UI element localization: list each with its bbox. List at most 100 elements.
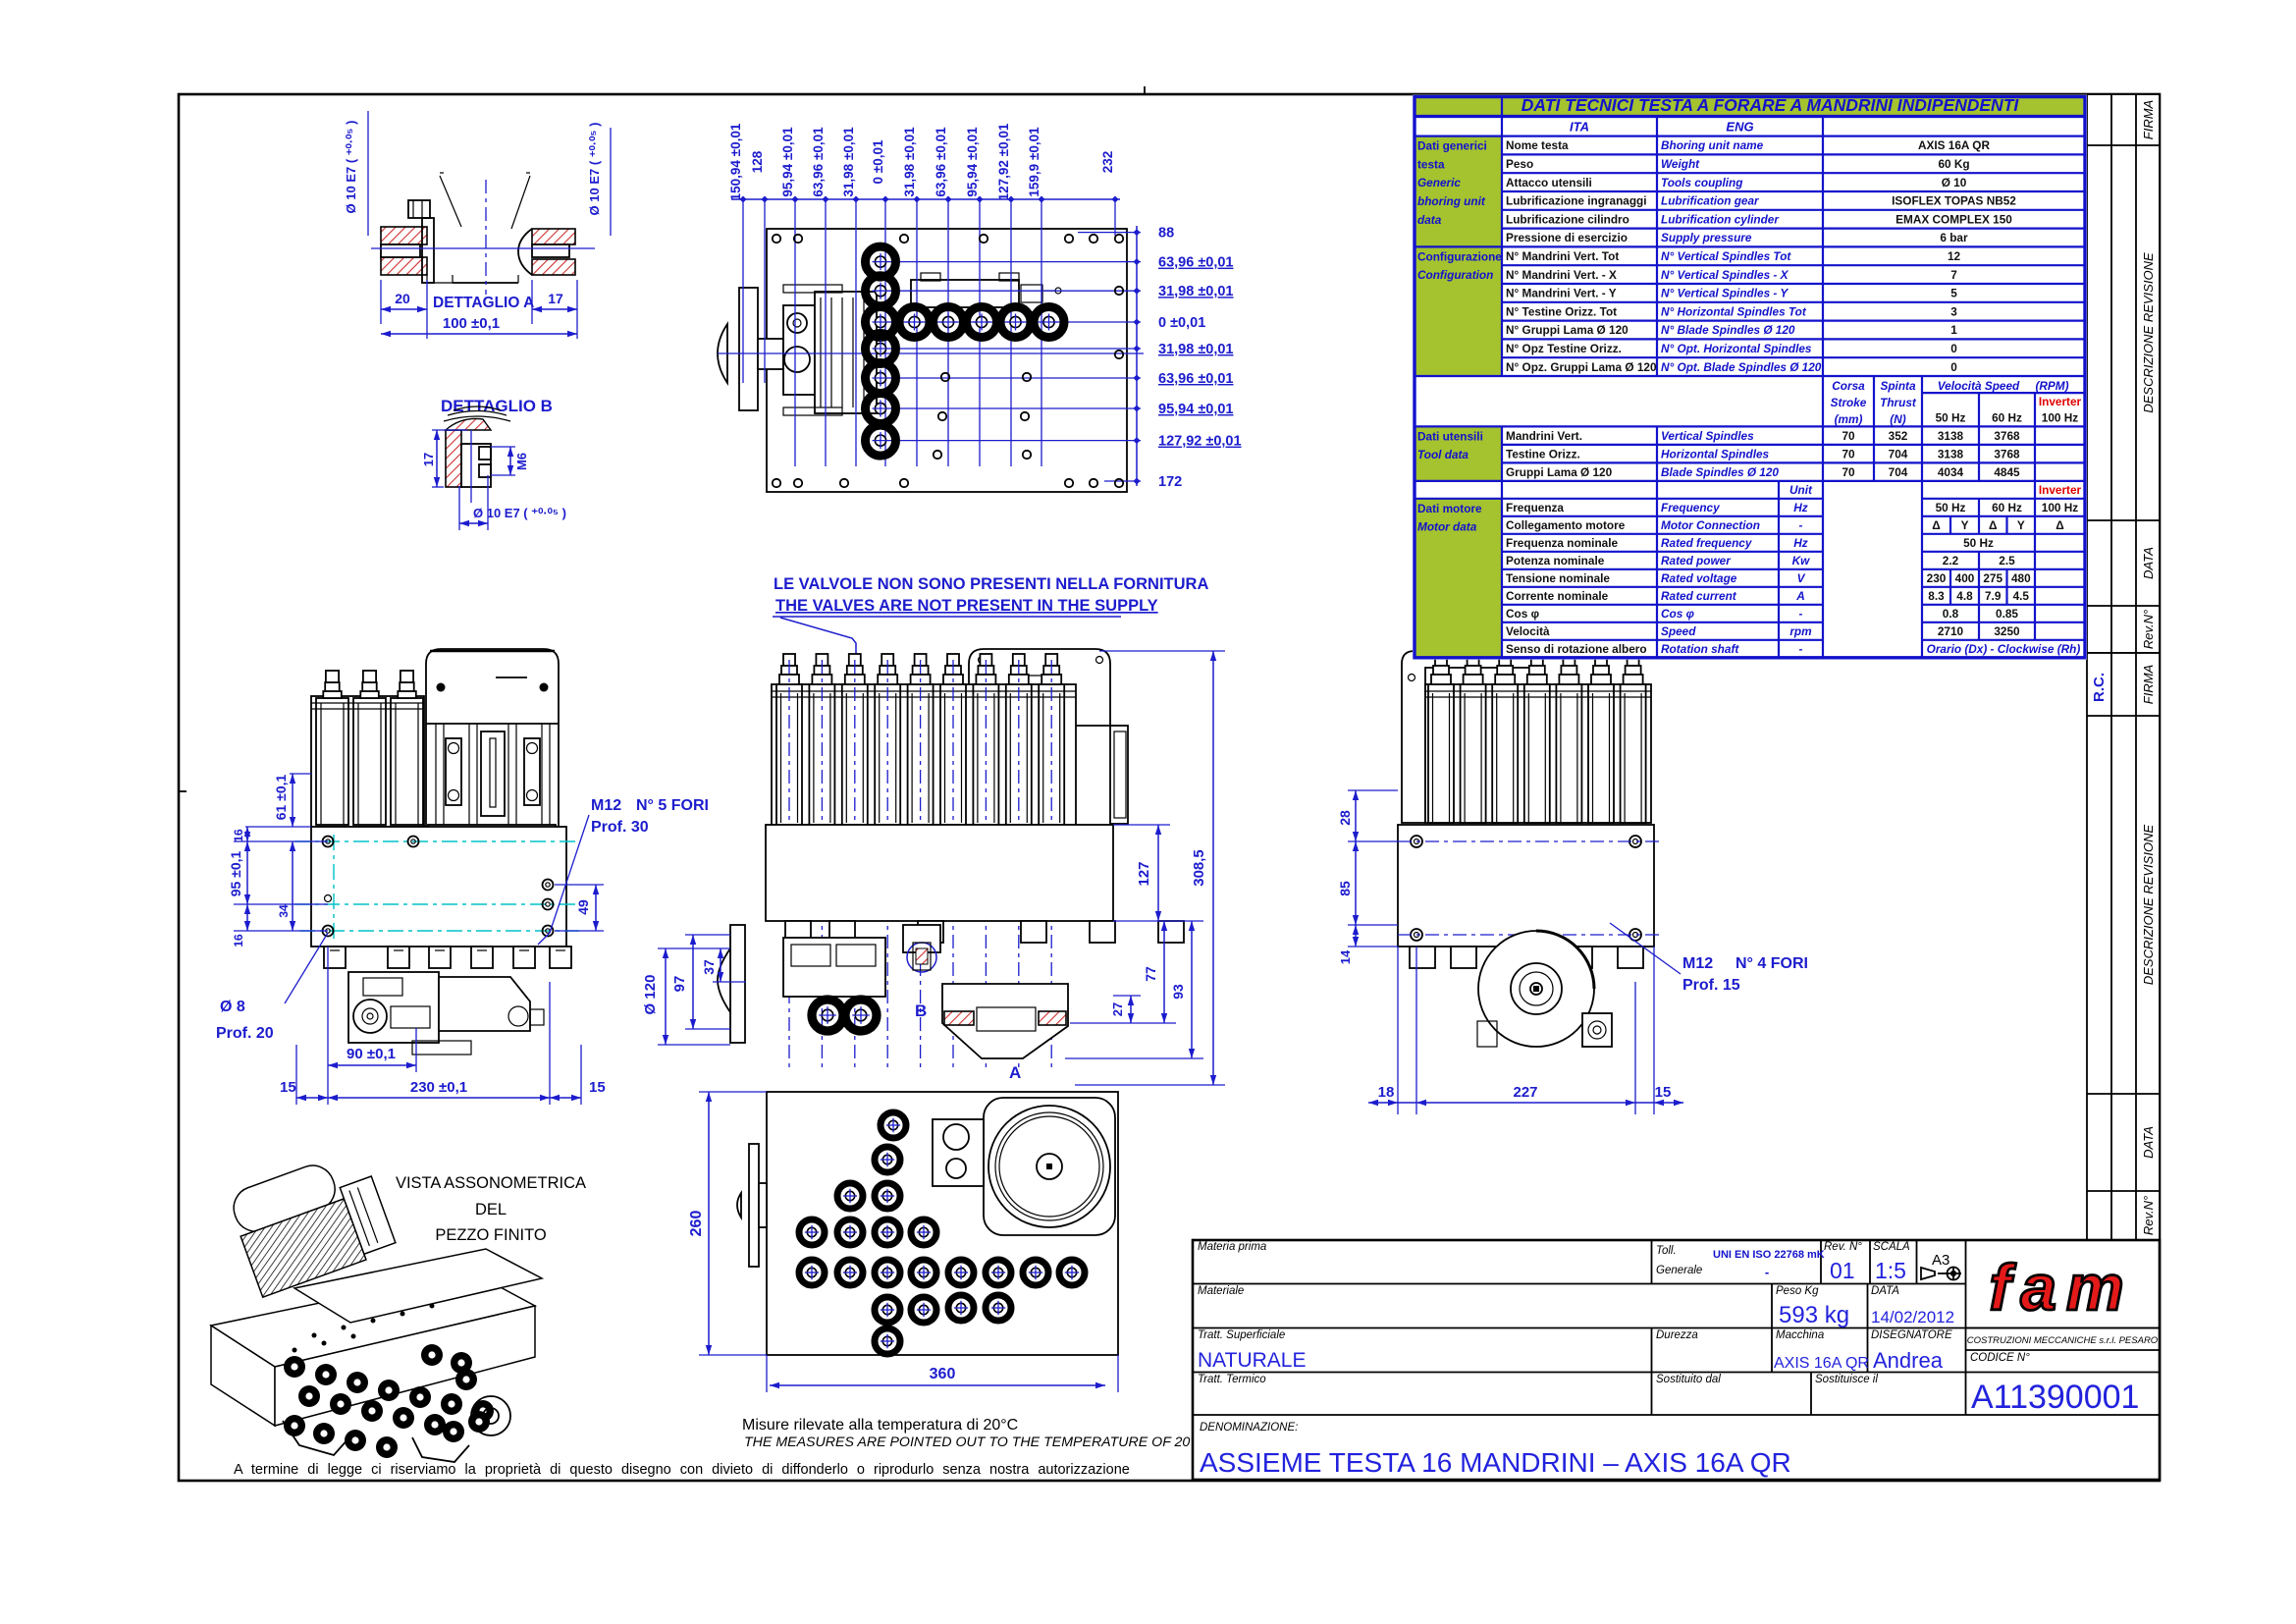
svg-text:3138: 3138 bbox=[1938, 429, 1964, 443]
svg-text:rpm: rpm bbox=[1789, 624, 1811, 638]
svg-text:37: 37 bbox=[701, 959, 717, 975]
svg-text:N° Vertical Spindles - Y: N° Vertical Spindles - Y bbox=[1661, 287, 1789, 300]
svg-text:Ø 10: Ø 10 bbox=[1942, 176, 1967, 189]
svg-text:NATURALE: NATURALE bbox=[1198, 1349, 1306, 1372]
svg-text:Mandrini Vert.: Mandrini Vert. bbox=[1506, 429, 1582, 443]
svg-text:70: 70 bbox=[1842, 447, 1855, 460]
svg-text:ENG: ENG bbox=[1726, 120, 1753, 135]
svg-text:0.8: 0.8 bbox=[1943, 607, 1959, 621]
svg-text:M6: M6 bbox=[514, 453, 529, 470]
svg-text:Senso di rotazione albero: Senso di rotazione albero bbox=[1506, 642, 1647, 656]
svg-text:Andrea: Andrea bbox=[1873, 1348, 1944, 1373]
svg-text:8.3: 8.3 bbox=[1928, 589, 1945, 603]
svg-text:Rotation shaft: Rotation shaft bbox=[1661, 642, 1739, 656]
svg-text:159,9 ±0,01: 159,9 ±0,01 bbox=[1027, 127, 1041, 197]
svg-text:N° Opt. Horizontal Spindles: N° Opt. Horizontal Spindles bbox=[1661, 342, 1812, 355]
svg-text:Cos φ: Cos φ bbox=[1506, 607, 1539, 621]
svg-text:Tool data: Tool data bbox=[1417, 448, 1468, 461]
svg-text:Gruppi Lama Ø 120: Gruppi Lama Ø 120 bbox=[1506, 465, 1613, 479]
svg-text:CODICE N°: CODICE N° bbox=[1970, 1352, 2030, 1364]
svg-text:SCALA: SCALA bbox=[1873, 1241, 1910, 1253]
svg-text:172: 172 bbox=[1158, 474, 1182, 490]
svg-text:60 Hz: 60 Hz bbox=[1992, 410, 2022, 424]
svg-text:VISTA ASSONOMETRICA: VISTA ASSONOMETRICA bbox=[396, 1174, 586, 1192]
svg-text:308,5: 308,5 bbox=[1191, 849, 1207, 887]
svg-text:Supply pressure: Supply pressure bbox=[1661, 231, 1752, 244]
svg-text:THE VALVES ARE NOT PRESENT IN: THE VALVES ARE NOT PRESENT IN THE SUPPLY bbox=[775, 597, 1158, 615]
svg-text:Lubrification cylinder: Lubrification cylinder bbox=[1661, 212, 1780, 226]
svg-text:M12: M12 bbox=[591, 797, 621, 814]
svg-text:N° Gruppi Lama Ø 120: N° Gruppi Lama Ø 120 bbox=[1506, 323, 1629, 337]
svg-text:360: 360 bbox=[930, 1366, 956, 1382]
svg-text:DATA: DATA bbox=[2141, 547, 2156, 579]
svg-text:232: 232 bbox=[1100, 151, 1115, 174]
svg-text:Spinta: Spinta bbox=[1880, 379, 1915, 393]
svg-text:70: 70 bbox=[1842, 465, 1855, 479]
svg-text:THE MEASURES ARE POINTED OUT T: THE MEASURES ARE POINTED OUT TO THE TEMP… bbox=[744, 1435, 1210, 1450]
svg-text:50 Hz: 50 Hz bbox=[1936, 501, 1966, 514]
svg-text:Configuration: Configuration bbox=[1417, 268, 1493, 282]
svg-text:Potenza nominale: Potenza nominale bbox=[1506, 554, 1605, 568]
svg-text:Materiale: Materiale bbox=[1198, 1285, 1244, 1297]
svg-text:Toll.: Toll. bbox=[1656, 1245, 1677, 1257]
svg-text:DESCRIZIONE REVISIONE: DESCRIZIONE REVISIONE bbox=[2141, 252, 2156, 413]
svg-text:100 Hz: 100 Hz bbox=[2042, 501, 2078, 514]
svg-text:V: V bbox=[1797, 571, 1806, 585]
svg-text:16: 16 bbox=[232, 829, 245, 842]
svg-text:593 kg: 593 kg bbox=[1779, 1302, 1849, 1328]
svg-text:Generic: Generic bbox=[1417, 176, 1461, 189]
svg-text:Ø 10 E7 ( ⁺⁰·⁰⁵ ): Ø 10 E7 ( ⁺⁰·⁰⁵ ) bbox=[473, 506, 566, 520]
svg-text:100 ±0,1: 100 ±0,1 bbox=[443, 315, 500, 332]
svg-text:Frequenza nominale: Frequenza nominale bbox=[1506, 536, 1618, 550]
svg-text:Tratt. Termico: Tratt. Termico bbox=[1198, 1374, 1266, 1385]
svg-text:1:5: 1:5 bbox=[1875, 1258, 1906, 1283]
svg-text:Δ: Δ bbox=[1989, 518, 1997, 532]
svg-text:Speed: Speed bbox=[1661, 624, 1696, 638]
svg-text:4034: 4034 bbox=[1938, 465, 1964, 479]
svg-text:63,96 ±0,01: 63,96 ±0,01 bbox=[934, 127, 948, 197]
svg-text:3138: 3138 bbox=[1938, 447, 1964, 460]
svg-text:260: 260 bbox=[688, 1211, 705, 1237]
svg-text:Ø 8: Ø 8 bbox=[220, 999, 245, 1015]
svg-text:N° Vertical Spindles - X: N° Vertical Spindles - X bbox=[1661, 268, 1789, 282]
svg-text:EMAX COMPLEX 150: EMAX COMPLEX 150 bbox=[1896, 212, 2012, 226]
svg-text:60 Kg: 60 Kg bbox=[1938, 157, 1969, 171]
svg-text:230 ±0,1: 230 ±0,1 bbox=[410, 1079, 467, 1096]
svg-text:63,96 ±0,01: 63,96 ±0,01 bbox=[1158, 255, 1234, 271]
svg-text:-: - bbox=[1799, 607, 1803, 621]
svg-text:Velocità: Velocità bbox=[1506, 624, 1550, 638]
svg-text:Lubrificazione cilindro: Lubrificazione cilindro bbox=[1506, 212, 1629, 226]
svg-text:(mm): (mm) bbox=[1835, 412, 1863, 426]
svg-text:3: 3 bbox=[1950, 304, 1957, 318]
svg-text:B: B bbox=[915, 1001, 927, 1020]
svg-text:61 ±0,1: 61 ±0,1 bbox=[273, 774, 289, 820]
svg-text:352: 352 bbox=[1889, 429, 1908, 443]
svg-text:Y: Y bbox=[2017, 518, 2025, 532]
svg-text:0.85: 0.85 bbox=[1996, 607, 2018, 621]
svg-text:63,96 ±0,01: 63,96 ±0,01 bbox=[1158, 371, 1234, 387]
svg-text:A3: A3 bbox=[1932, 1252, 1949, 1269]
svg-text:Blade Spindles Ø 120: Blade Spindles Ø 120 bbox=[1661, 465, 1779, 479]
svg-text:FIRMA: FIRMA bbox=[2141, 100, 2156, 139]
svg-text:2.5: 2.5 bbox=[1999, 554, 2015, 568]
svg-text:Y: Y bbox=[1961, 518, 1969, 532]
svg-text:127: 127 bbox=[1136, 861, 1152, 886]
svg-text:DESCRIZIONE REVISIONE: DESCRIZIONE REVISIONE bbox=[2141, 825, 2156, 986]
svg-text:Rated current: Rated current bbox=[1661, 589, 1737, 603]
svg-text:17: 17 bbox=[548, 291, 563, 306]
svg-text:N° Blade Spindles Ø 120: N° Blade Spindles Ø 120 bbox=[1661, 323, 1795, 337]
svg-text:AXIS 16A QR: AXIS 16A QR bbox=[1774, 1355, 1869, 1372]
svg-text:227: 227 bbox=[1513, 1084, 1537, 1101]
svg-text:DATI TECNICI TESTA A FORARE A: DATI TECNICI TESTA A FORARE A MANDRINI I… bbox=[1522, 95, 2020, 115]
svg-text:4.5: 4.5 bbox=[2013, 589, 2030, 603]
svg-text:18: 18 bbox=[1378, 1084, 1395, 1101]
svg-text:Corsa: Corsa bbox=[1832, 379, 1865, 393]
svg-text:N° Opt. Blade Spindles Ø 120: N° Opt. Blade Spindles Ø 120 bbox=[1661, 360, 1822, 374]
svg-text:DATA: DATA bbox=[1871, 1285, 1899, 1297]
svg-text:63,96 ±0,01: 63,96 ±0,01 bbox=[811, 127, 826, 197]
svg-text:704: 704 bbox=[1889, 447, 1908, 460]
svg-text:Tensione nominale: Tensione nominale bbox=[1506, 571, 1610, 585]
svg-text:31,98 ±0,01: 31,98 ±0,01 bbox=[841, 127, 856, 197]
svg-text:Tratt. Superficiale: Tratt. Superficiale bbox=[1198, 1329, 1285, 1341]
svg-text:4.8: 4.8 bbox=[1956, 589, 1973, 603]
